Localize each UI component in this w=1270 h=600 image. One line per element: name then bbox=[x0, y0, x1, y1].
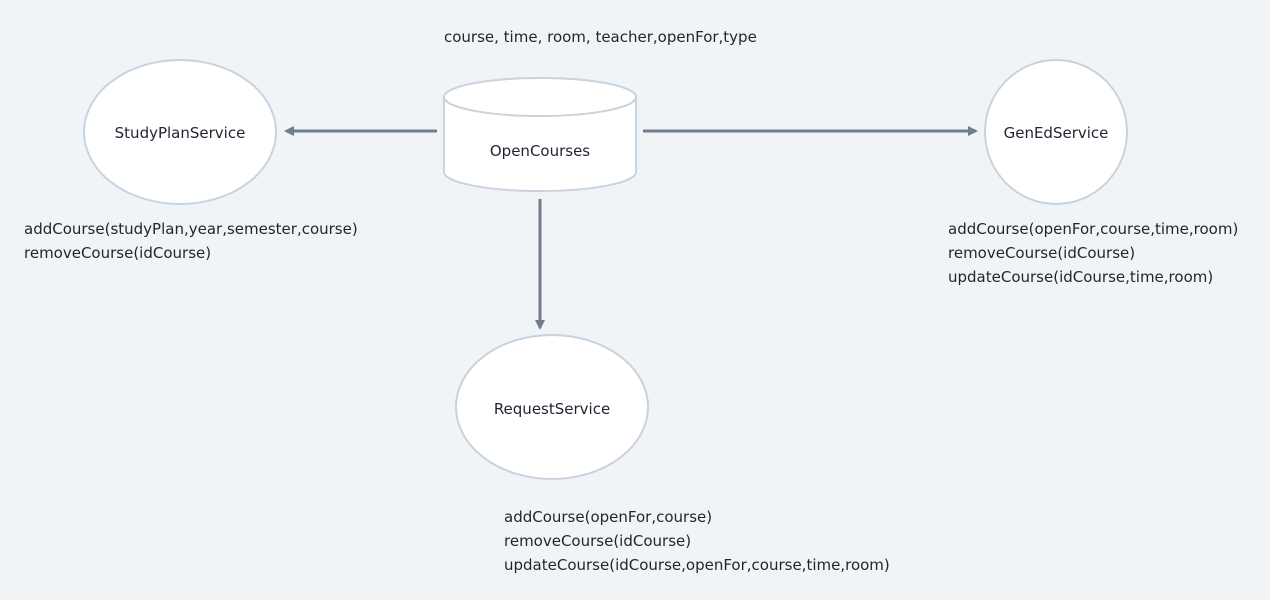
request-method: updateCourse(idCourse,openFor,course,tim… bbox=[504, 556, 890, 574]
opencourses-label: OpenCourses bbox=[490, 142, 590, 160]
cylinder-top bbox=[443, 77, 637, 117]
cylinder-body bbox=[443, 97, 637, 192]
request-service-ellipse bbox=[455, 334, 649, 480]
request-method: addCourse(openFor,course) bbox=[504, 508, 712, 526]
request-method: removeCourse(idCourse) bbox=[504, 532, 691, 550]
studyplan-method: addCourse(studyPlan,year,semester,course… bbox=[24, 220, 358, 238]
request-service-label: RequestService bbox=[494, 400, 610, 418]
gened-method: removeCourse(idCourse) bbox=[948, 244, 1135, 262]
studyplan-service-node[interactable]: StudyPlanService bbox=[83, 59, 277, 205]
gened-method: addCourse(openFor,course,time,room) bbox=[948, 220, 1238, 238]
request-service-node[interactable]: RequestService bbox=[455, 334, 649, 480]
studyplan-service-ellipse bbox=[83, 59, 277, 205]
gened-service-ellipse bbox=[984, 59, 1128, 205]
gened-service-label: GenEdService bbox=[1004, 124, 1109, 142]
studyplan-method: removeCourse(idCourse) bbox=[24, 244, 211, 262]
gened-service-node[interactable]: GenEdService bbox=[984, 59, 1128, 205]
opencourses-datastore[interactable]: OpenCourses bbox=[443, 77, 637, 192]
gened-method: updateCourse(idCourse,time,room) bbox=[948, 268, 1213, 286]
studyplan-service-label: StudyPlanService bbox=[115, 124, 246, 142]
opencourses-fields: course, time, room, teacher,openFor,type bbox=[444, 28, 757, 46]
